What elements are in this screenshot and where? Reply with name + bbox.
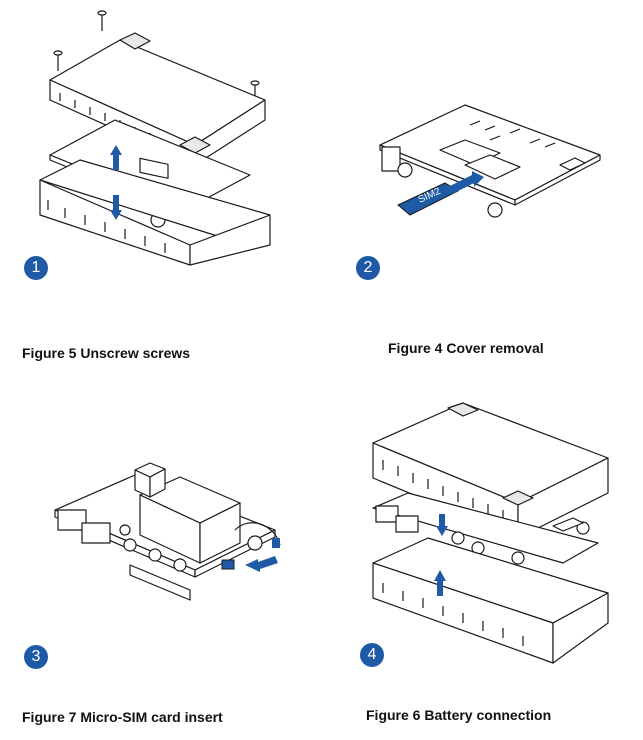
screw-icon (53, 50, 63, 71)
figure-caption: Figure 4 Cover removal (388, 340, 544, 356)
figure-caption: Figure 7 Micro-SIM card insert (22, 709, 223, 725)
sim-card-icon (221, 559, 235, 570)
arrow-up-icon (434, 570, 446, 596)
micro-sim-insert-illustration (54, 462, 281, 601)
arrow-left-icon (245, 556, 278, 572)
arrow-up-icon (110, 145, 122, 170)
figure-caption: Figure 5 Unscrew screws (22, 345, 191, 361)
unscrew-screws-illustration (39, 10, 271, 266)
arrow-down-icon (436, 514, 448, 536)
step-number-badge: 3 (24, 645, 48, 669)
step-number-badge: 4 (360, 643, 384, 667)
screw-icon (97, 10, 107, 31)
cover-removal-illustration: SIM2 (379, 104, 601, 218)
arrow-down-icon (110, 195, 122, 220)
step-number-badge: 2 (356, 256, 380, 280)
arrow-right-icon (448, 171, 484, 194)
battery-connection-illustration (372, 402, 609, 664)
figure-caption: Figure 6 Battery connection (366, 707, 552, 723)
step-number-badge: 1 (24, 256, 48, 280)
